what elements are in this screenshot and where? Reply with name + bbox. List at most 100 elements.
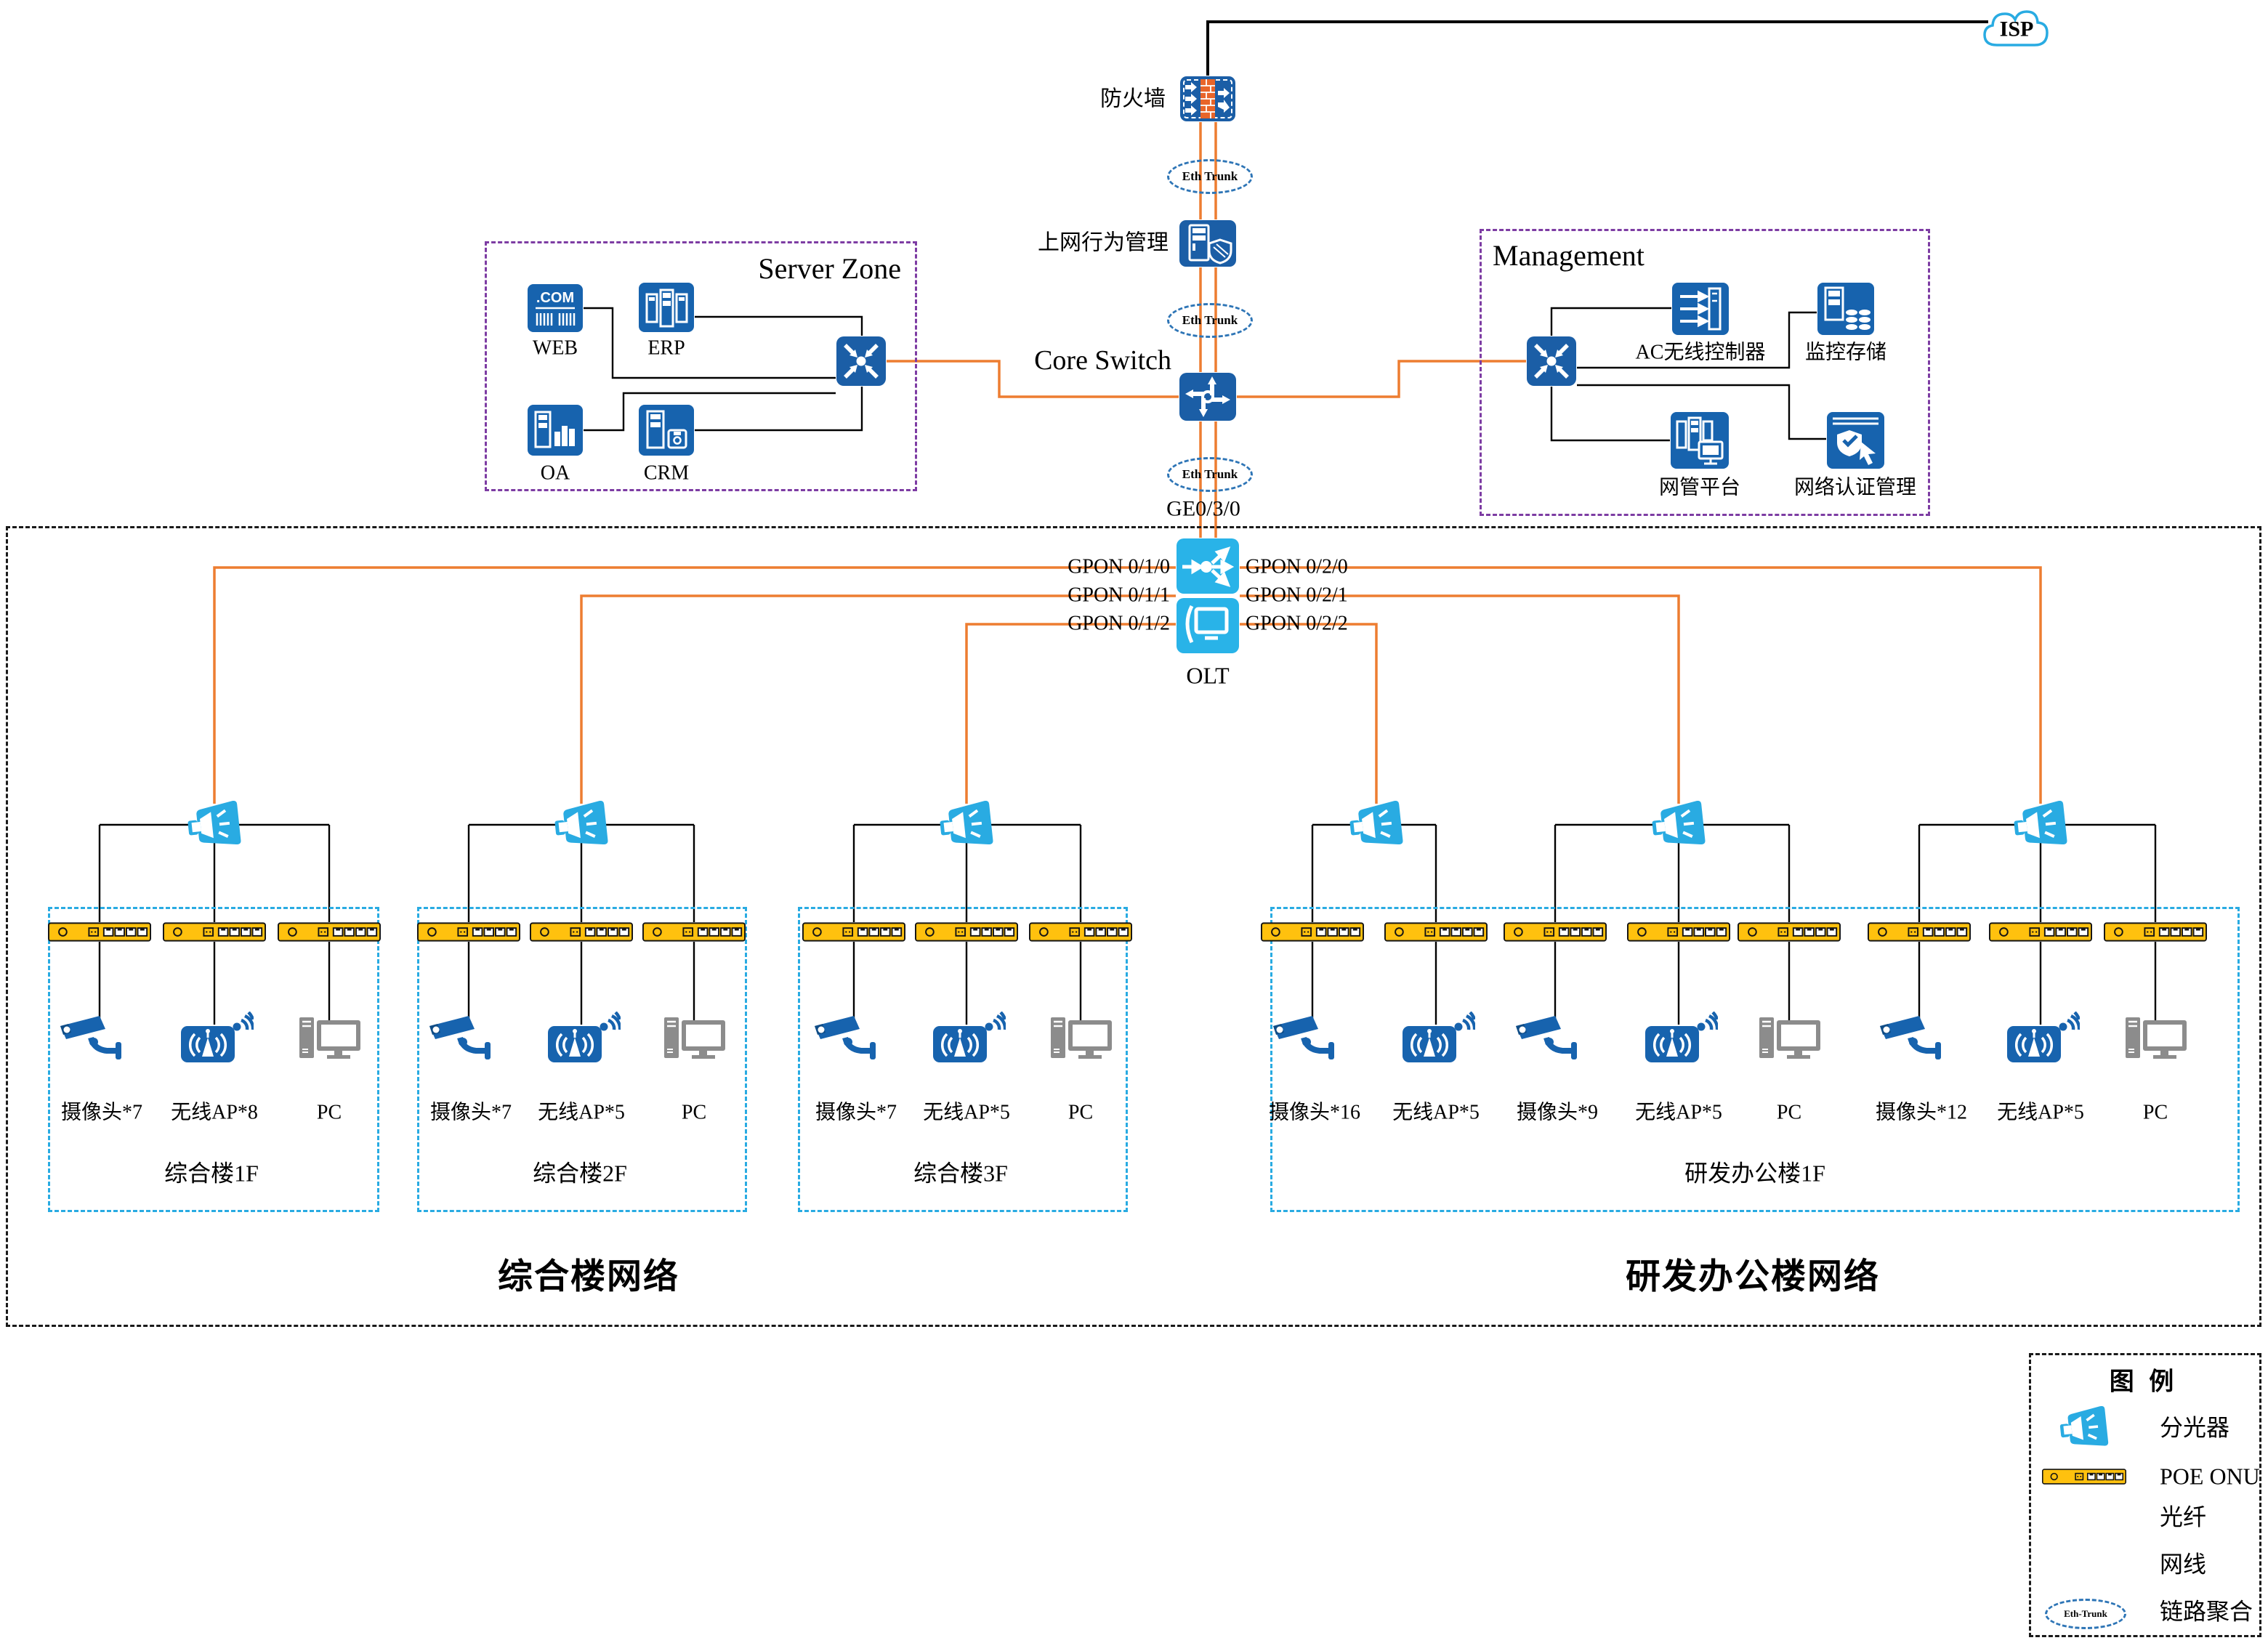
firewall-icon: [1179, 76, 1236, 122]
poe-onu-icon: [1261, 922, 1364, 942]
firewall-label: 防火墙: [1100, 86, 1166, 111]
legend-splitter-icon: [2058, 1406, 2110, 1450]
camera-icon: [1269, 1014, 1349, 1061]
legend-cable-label: 网线: [2160, 1551, 2207, 1578]
eth-trunk-label: Eth Trunk: [1182, 467, 1238, 481]
server-zone-box: [485, 241, 917, 491]
core-switch-label: Core Switch: [1034, 345, 1171, 376]
poe-onu-icon: [417, 922, 520, 942]
poe-onu-icon: [642, 922, 746, 942]
building-name: 综合楼1F: [164, 1160, 259, 1187]
gpon-port-0-1-2: GPON 0/1/2: [1068, 612, 1170, 635]
pc-icon: [663, 1016, 727, 1061]
fiber-core-to-management: [1237, 360, 1526, 398]
building-name: 综合楼2F: [533, 1160, 627, 1187]
device-label: 无线AP*8: [171, 1101, 258, 1124]
building-name: 研发办公楼1F: [1684, 1160, 1825, 1187]
olt-icon-bottom: [1176, 597, 1240, 654]
device-label: PC: [2142, 1101, 2168, 1124]
building-box-rd1f: [1270, 907, 2240, 1212]
gpon-port-0-1-1: GPON 0/1/1: [1068, 584, 1170, 607]
device-label: 无线AP*5: [538, 1101, 625, 1124]
ac-controller-label: AC无线控制器: [1635, 341, 1766, 364]
crm-server-icon: [638, 404, 695, 456]
poe-onu-icon: [1627, 922, 1730, 942]
camera-icon: [56, 1014, 136, 1061]
isp-label: ISP: [1999, 17, 2034, 41]
gpon-port-0-2-1: GPON 0/2/1: [1246, 584, 1348, 607]
poe-onu-icon: [1989, 922, 2092, 942]
device-label: 无线AP*5: [1392, 1101, 1480, 1124]
gpon-fibers: [213, 566, 2042, 804]
pc-icon: [1758, 1016, 1822, 1061]
olt-icon-top: [1176, 538, 1240, 594]
right-zone-caption: 研发办公楼网络: [1625, 1257, 1881, 1296]
olt-label: OLT: [1186, 662, 1230, 689]
surveillance-storage-label: 监控存储: [1804, 341, 1887, 364]
building-box-1f: [48, 907, 379, 1212]
surveillance-storage-icon: [1817, 282, 1875, 336]
poe-onu-icon: [530, 922, 633, 942]
device-label: PC: [681, 1101, 707, 1124]
management-cables: [1550, 307, 1826, 442]
legend-eth-trunk-oval: Eth-Trunk: [2045, 1599, 2126, 1629]
building-box-2f: [417, 907, 747, 1212]
web-server-label: WEB: [532, 336, 578, 360]
legend-onu-label: POE ONU: [2160, 1463, 2260, 1490]
splitter-icon: [938, 801, 995, 849]
behavior-mgmt-icon: [1179, 219, 1237, 267]
device-label: PC: [316, 1101, 342, 1124]
eth-trunk-label: Eth Trunk: [1182, 313, 1238, 327]
camera-icon: [810, 1014, 890, 1061]
erp-server-icon: [638, 282, 695, 333]
nms-platform-icon: [1670, 411, 1730, 469]
building-box-3f: [798, 907, 1128, 1212]
device-label: 摄像头*7: [429, 1101, 512, 1124]
poe-onu-icon: [1868, 922, 1971, 942]
fiber-core-to-serverzone: [887, 360, 1179, 398]
legend-title: 图 例: [2109, 1368, 2179, 1396]
splitter-icon: [1348, 801, 1405, 849]
gpon-port-0-2-0: GPON 0/2/0: [1246, 555, 1348, 578]
poe-onu-icon: [48, 922, 151, 942]
poe-onu-icon: [278, 922, 381, 942]
behavior-mgmt-label: 上网行为管理: [1038, 230, 1169, 255]
left-zone-caption: 综合楼网络: [497, 1257, 680, 1296]
pc-icon: [1049, 1016, 1113, 1061]
device-label: PC: [1776, 1101, 1802, 1124]
device-label: 无线AP*5: [923, 1101, 1010, 1124]
device-label: PC: [1068, 1101, 1094, 1124]
device-label: 无线AP*5: [1635, 1101, 1722, 1124]
legend-fiber-label: 光纤: [2160, 1503, 2207, 1530]
server-zone-title: Server Zone: [758, 252, 901, 285]
eth-trunk-oval-3: Eth Trunk: [1167, 457, 1253, 492]
network-auth-icon: [1826, 411, 1885, 469]
splitter-icon: [1650, 801, 1707, 849]
legend-lag-label: 链路聚合: [2160, 1598, 2253, 1625]
poe-onu-icon: [2104, 922, 2207, 942]
eth-trunk-label: Eth Trunk: [1182, 169, 1238, 183]
ac-controller-icon: [1671, 282, 1730, 336]
crm-server-label: CRM: [643, 461, 690, 485]
splitter-icon: [553, 801, 610, 849]
poe-onu-icon: [163, 922, 266, 942]
device-label: 摄像头*9: [1516, 1101, 1599, 1124]
building-name: 综合楼3F: [913, 1160, 1008, 1187]
legend-onu-icon: [2042, 1467, 2126, 1486]
serverzone-cables: [584, 307, 863, 432]
uplink-port-label: GE0/3/0: [1166, 496, 1240, 521]
camera-icon: [425, 1014, 505, 1061]
management-title: Management: [1493, 239, 1644, 272]
oa-server-label: OA: [540, 461, 570, 485]
eth-trunk-oval-2: Eth Trunk: [1167, 303, 1253, 338]
gpon-port-0-2-2: GPON 0/2/2: [1246, 612, 1348, 635]
poe-onu-icon: [802, 922, 905, 942]
web-server-badge: .COM: [536, 290, 575, 306]
wireless-ap-icon: [546, 1012, 621, 1064]
pc-icon: [2124, 1016, 2188, 1061]
poe-onu-icon: [1504, 922, 1607, 942]
wireless-ap-icon: [179, 1012, 254, 1064]
wireless-ap-icon: [932, 1012, 1006, 1064]
nms-platform-label: 网管平台: [1658, 476, 1741, 499]
